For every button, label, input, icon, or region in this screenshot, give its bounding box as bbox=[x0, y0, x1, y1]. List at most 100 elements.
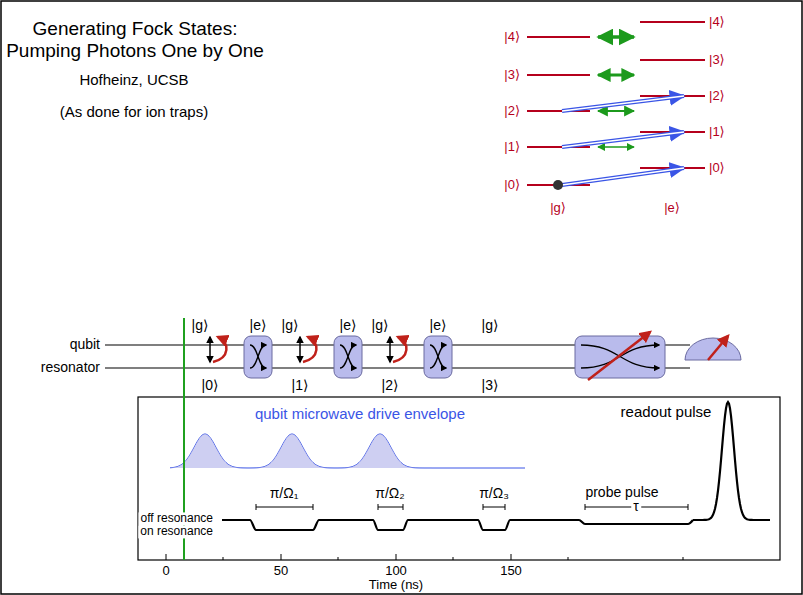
drive-arrow bbox=[562, 132, 684, 147]
duration-bracket bbox=[403, 504, 404, 510]
photon-state: |0⟩ bbox=[202, 378, 219, 393]
axis-minor-tick bbox=[453, 557, 454, 560]
qubit-state: |e⟩ bbox=[430, 318, 447, 333]
swap-gate bbox=[575, 336, 665, 378]
trace-label: readout pulse bbox=[621, 404, 712, 421]
pi-pulse-arrow bbox=[213, 337, 226, 362]
coupling-arrow bbox=[598, 146, 634, 148]
swap-path bbox=[430, 345, 446, 368]
axis-tick bbox=[166, 554, 167, 560]
swap-path bbox=[250, 345, 266, 368]
axis-minor-tick bbox=[223, 557, 224, 560]
axis-minor-tick bbox=[338, 557, 339, 560]
energy-level bbox=[640, 21, 705, 23]
note: (As done for ion traps) bbox=[60, 104, 208, 121]
level-label: |0⟩ bbox=[709, 161, 725, 175]
rotation-axis bbox=[389, 337, 391, 362]
swap-path bbox=[340, 345, 356, 368]
drawing-part bbox=[527, 22, 705, 190]
qubit-state: |g⟩ bbox=[192, 318, 209, 333]
swap-path bbox=[250, 345, 266, 368]
probe-arrow bbox=[588, 332, 650, 380]
axis-tick bbox=[281, 554, 282, 560]
tick-label: 50 bbox=[274, 564, 288, 578]
rotation-axis bbox=[299, 337, 301, 362]
coupling-arrow bbox=[598, 110, 634, 112]
level-label: |3⟩ bbox=[709, 53, 725, 67]
energy-level bbox=[527, 36, 590, 38]
axis-minor-tick bbox=[568, 557, 569, 560]
coupling-arrow bbox=[598, 74, 634, 77]
level-label: |4⟩ bbox=[504, 30, 520, 44]
drive-arrow-inner bbox=[562, 168, 684, 185]
duration-label: τ bbox=[631, 499, 641, 514]
plot-frame bbox=[138, 397, 780, 560]
coupling-arrow bbox=[598, 35, 634, 38]
duration-label: π/Ω₁ bbox=[270, 486, 299, 501]
swap-gate bbox=[244, 336, 272, 378]
qubit-state: |g⟩ bbox=[372, 318, 389, 333]
duration-bracket bbox=[483, 504, 484, 510]
photon-state: |2⟩ bbox=[382, 378, 399, 393]
level-label: |0⟩ bbox=[504, 178, 520, 192]
detuning-trace bbox=[222, 520, 693, 530]
qubit-state: |e⟩ bbox=[340, 318, 357, 333]
axis-tick bbox=[396, 554, 397, 560]
drive-arrow-inner bbox=[562, 132, 684, 147]
trace-label: qubit microwave drive envelope bbox=[255, 406, 465, 423]
level-label: |4⟩ bbox=[709, 15, 725, 29]
pi-pulse-arrow bbox=[303, 337, 316, 362]
swap-gate bbox=[334, 336, 362, 378]
energy-level bbox=[640, 59, 705, 61]
level-name: off resonance bbox=[139, 512, 216, 525]
duration-label: π/Ω₂ bbox=[375, 486, 404, 501]
qubit-state: |e⟩ bbox=[664, 201, 680, 215]
energy-level bbox=[527, 74, 590, 76]
level-name: on resonance bbox=[138, 525, 215, 538]
duration-bracket bbox=[256, 504, 257, 510]
trace-label: probe pulse bbox=[585, 485, 658, 500]
swap-gate bbox=[424, 336, 452, 378]
slide-title: Generating Fock States: Pumping Photons … bbox=[6, 18, 264, 62]
tick-label: 0 bbox=[162, 564, 169, 578]
drawing-part bbox=[138, 318, 780, 560]
level-label: |2⟩ bbox=[709, 89, 725, 103]
qubit-state: |e⟩ bbox=[250, 318, 267, 333]
drawing-part bbox=[105, 332, 741, 380]
qubit-state: |g⟩ bbox=[282, 318, 299, 333]
level-label: |1⟩ bbox=[709, 125, 725, 139]
line-label: qubit bbox=[70, 337, 100, 352]
tick-label: 150 bbox=[500, 564, 522, 578]
duration-label: π/Ω₃ bbox=[479, 486, 509, 501]
axis-title: Time (ns) bbox=[369, 578, 423, 592]
duration-bracket bbox=[585, 504, 586, 510]
level-label: |1⟩ bbox=[504, 140, 520, 154]
rotation-axis bbox=[209, 337, 211, 362]
qubit-state: |g⟩ bbox=[482, 318, 499, 333]
duration-bracket bbox=[378, 504, 379, 510]
axis-minor-tick bbox=[683, 557, 684, 560]
duration-bracket bbox=[256, 507, 313, 508]
qubit-state: |g⟩ bbox=[550, 201, 566, 215]
level-label: |2⟩ bbox=[504, 104, 520, 118]
drive-fill bbox=[170, 434, 525, 468]
swap-path bbox=[430, 345, 446, 368]
duration-bracket bbox=[688, 504, 689, 510]
drive-arrow bbox=[562, 96, 684, 111]
duration-bracket bbox=[483, 507, 505, 508]
level-label: |3⟩ bbox=[504, 68, 520, 82]
tick-label: 100 bbox=[385, 564, 407, 578]
photon-state: |3⟩ bbox=[482, 378, 499, 393]
drive-arrow bbox=[562, 168, 684, 185]
line-label: resonator bbox=[41, 360, 100, 375]
pi-pulse-arrow bbox=[393, 337, 406, 362]
duration-bracket bbox=[313, 504, 314, 510]
drive-arrow-inner bbox=[562, 96, 684, 111]
state-dot bbox=[553, 180, 563, 190]
drive-envelope bbox=[170, 434, 525, 468]
meter bbox=[685, 338, 741, 360]
photon-state: |1⟩ bbox=[292, 378, 309, 393]
